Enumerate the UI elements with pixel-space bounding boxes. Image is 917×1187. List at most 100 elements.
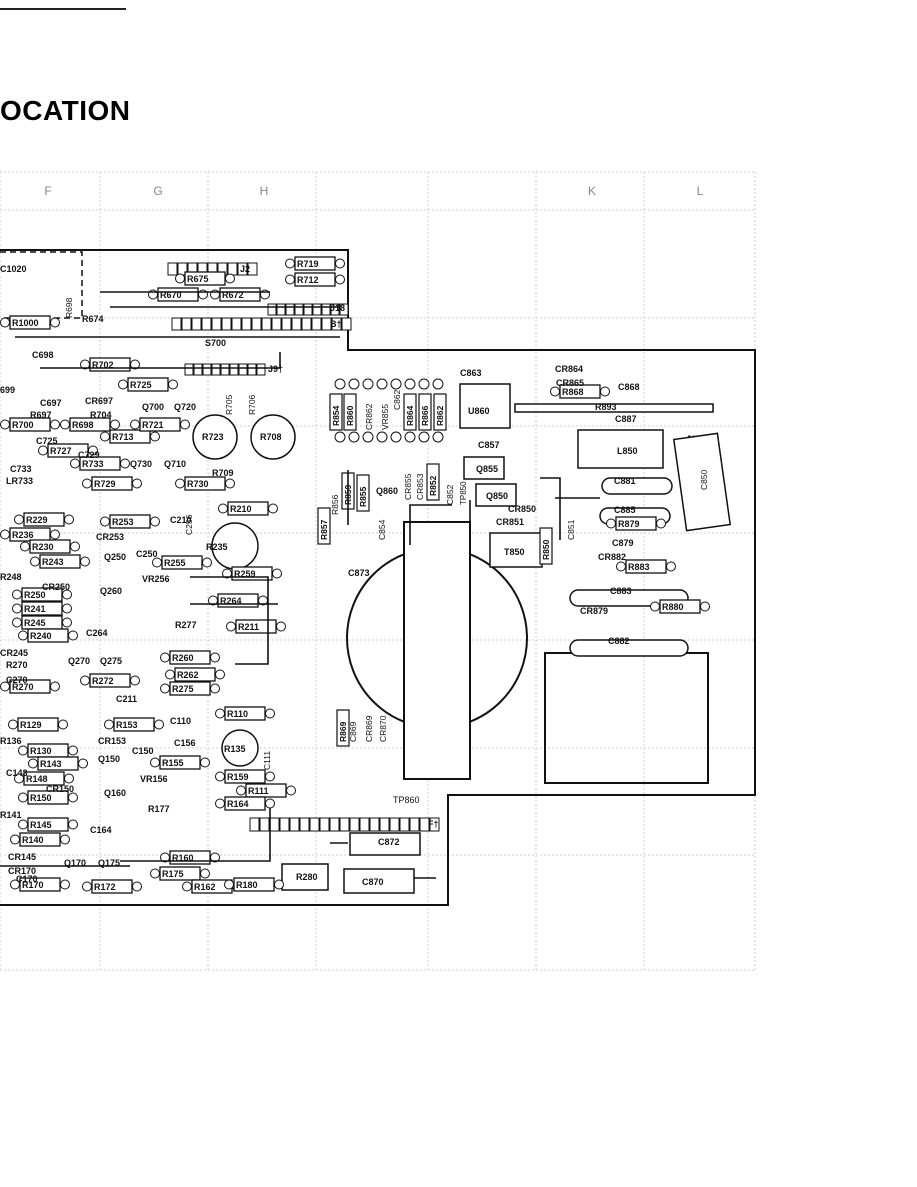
connector-pin <box>294 303 304 316</box>
solder-pad <box>154 719 164 730</box>
component-label: Q275 <box>100 656 122 666</box>
connector-pin <box>181 317 192 331</box>
component-label: C150 <box>132 746 154 756</box>
connector-pin <box>247 363 257 376</box>
component-label: R713 <box>112 432 134 442</box>
component-label: R159 <box>227 772 249 782</box>
circuit-trace <box>409 504 452 545</box>
capacitor-circle <box>192 414 238 460</box>
solder-pad <box>286 785 296 796</box>
component-label: Q855 <box>476 464 498 474</box>
component-label: R162 <box>194 882 216 892</box>
solder-pad <box>64 773 74 784</box>
component-label: R280 <box>296 872 318 882</box>
component-label: C264 <box>86 628 108 638</box>
solder-pad <box>18 819 28 830</box>
solder-pad <box>274 879 284 890</box>
solder-pad <box>165 669 175 680</box>
component-label: R250 <box>24 590 46 600</box>
component-label: Q730 <box>130 459 152 469</box>
connector-pin <box>241 317 252 331</box>
solder-pad <box>432 378 444 390</box>
component-label: C881 <box>614 476 636 486</box>
connector-pin <box>261 317 272 331</box>
solder-pad <box>616 561 626 572</box>
component-label: R264 <box>220 596 242 606</box>
resistor-body <box>343 393 357 431</box>
solder-pad <box>265 771 275 782</box>
resistor-body <box>281 863 329 891</box>
solder-pad <box>215 771 225 782</box>
connector-pin <box>379 817 390 832</box>
header-rule <box>0 8 126 10</box>
solder-pad <box>50 681 60 692</box>
component-label: L850 <box>617 446 638 456</box>
capacitor-circle <box>250 414 296 460</box>
component-label: C211 <box>116 694 137 704</box>
page-title: OCATION <box>0 95 131 126</box>
solder-pad <box>180 419 190 430</box>
solder-pad <box>20 541 30 552</box>
component-label: R153 <box>116 720 138 730</box>
component-label: CR250 <box>42 582 70 592</box>
component-label: R164 <box>227 799 249 809</box>
component-label: Q260 <box>100 586 122 596</box>
connector-pin <box>399 817 410 832</box>
component-label: LR733 <box>6 476 33 486</box>
solder-pad <box>82 881 92 892</box>
solder-pad <box>10 834 20 845</box>
solder-pad <box>225 273 235 284</box>
component-label: R248 <box>0 572 22 582</box>
component-label: Q250 <box>104 552 126 562</box>
component-label: R730 <box>187 479 209 489</box>
solder-pad <box>390 378 402 390</box>
component-label: 699 <box>0 385 15 395</box>
component-label: Q175 <box>98 858 120 868</box>
capacitor-body <box>349 832 421 856</box>
component-label: C872 <box>378 837 400 847</box>
component-label: Q700 <box>142 402 164 412</box>
solder-pad <box>12 589 22 600</box>
solder-pad <box>68 745 78 756</box>
component-label: R708 <box>260 432 282 442</box>
component-label: R172 <box>94 882 116 892</box>
component-label: C698 <box>32 350 54 360</box>
switch-label: S700 <box>205 338 226 348</box>
component-label: R860 <box>345 405 355 426</box>
component-label: R141 <box>0 810 22 820</box>
component-label: R110 <box>227 709 248 719</box>
component-label: C143 <box>6 768 28 778</box>
solder-pad <box>80 359 90 370</box>
connector-pin <box>319 817 330 832</box>
connector-pin <box>389 817 400 832</box>
connector-pin <box>259 817 270 832</box>
connector-pin <box>281 317 292 331</box>
component-label: R733 <box>82 459 104 469</box>
connector-pin <box>211 363 221 376</box>
solder-pad <box>418 431 430 443</box>
solder-pad <box>62 603 72 614</box>
solder-pad <box>666 561 676 572</box>
component-label: C270 <box>6 675 28 685</box>
solder-pad <box>200 868 210 879</box>
component-label: R893 <box>595 402 617 412</box>
resistor-body <box>317 507 331 545</box>
component-label: CR253 <box>96 532 124 542</box>
resistor-body <box>514 403 714 413</box>
component-label: C111 <box>262 751 272 770</box>
component-label: C851 <box>566 519 576 540</box>
component-label: R705 <box>224 394 234 415</box>
component-label: R170 <box>22 880 44 890</box>
component-label: C110 <box>170 716 191 726</box>
solder-pad <box>210 683 220 694</box>
component-label: R260 <box>172 653 194 663</box>
component-label: CR851 <box>496 517 524 527</box>
solder-pad <box>120 458 130 469</box>
solder-pad <box>285 258 295 269</box>
solder-pad <box>650 601 660 612</box>
component-label: R262 <box>177 670 199 680</box>
component-label: R698 <box>72 420 94 430</box>
component-label: R675 <box>187 274 209 284</box>
component-label: R704 <box>90 410 112 420</box>
solder-pad <box>60 419 70 430</box>
